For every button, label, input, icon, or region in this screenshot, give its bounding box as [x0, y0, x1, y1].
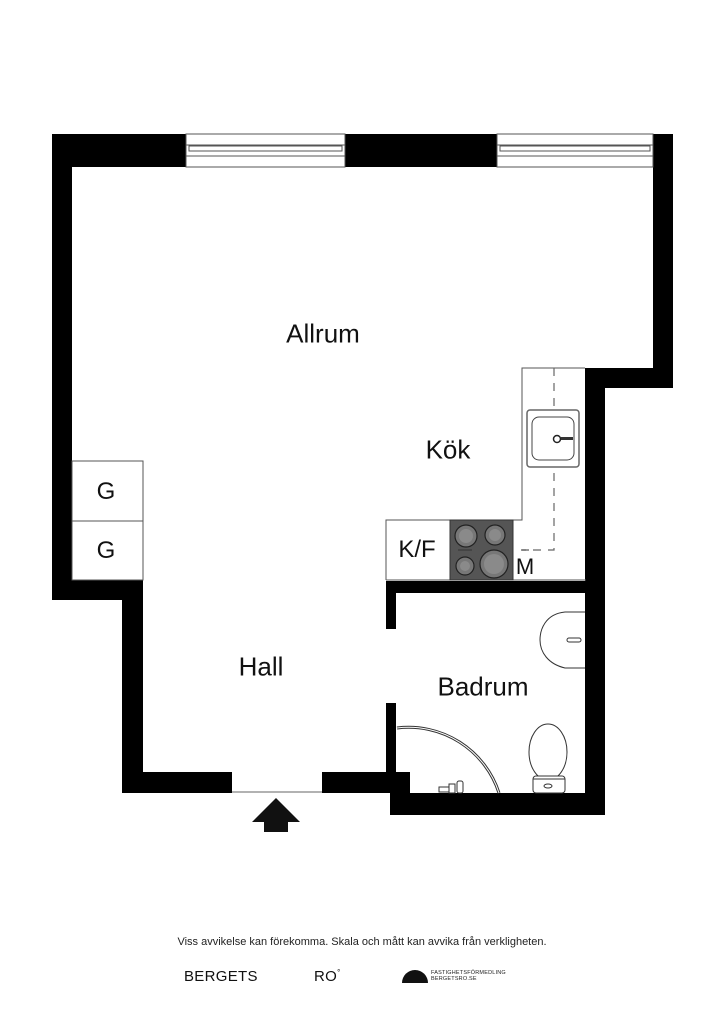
microwave-label: M: [515, 554, 535, 579]
window-left: [185, 133, 346, 168]
window-right: [496, 133, 654, 168]
shower-curtain-icon: [396, 725, 501, 794]
fridge-freezer-label: K/F: [398, 536, 436, 563]
wardrobes: [71, 460, 144, 581]
wardrobe-label-1: G: [96, 478, 116, 505]
logo-ro-text: RO: [314, 968, 338, 985]
logo-right-line1: FASTIGHETSFÖRMEDLING: [431, 970, 506, 976]
room-label-badrum: Badrum: [437, 671, 529, 702]
room-label-kok: Kök: [425, 434, 471, 465]
logo-ro-mark: °: [337, 968, 341, 977]
shower-faucet-icon: [438, 780, 464, 794]
logo-ro: RO°: [314, 968, 341, 985]
kitchen-sink-icon: [526, 409, 580, 468]
walls: [52, 134, 673, 815]
entrance-arrow-icon: [252, 798, 300, 832]
half-circle-logo-icon: [402, 970, 428, 983]
room-label-allrum: Allrum: [286, 318, 360, 349]
logo-right-line2: BERGETSRO.SE: [431, 976, 477, 982]
toilet-icon: [528, 723, 568, 794]
wardrobe-label-2: G: [96, 537, 116, 564]
washbasin-icon: [539, 611, 585, 669]
stove-icon: [449, 519, 514, 581]
disclaimer-text: Viss avvikelse kan förekomma. Skala och …: [177, 936, 547, 948]
room-label-hall: Hall: [238, 651, 284, 682]
logo-bergets: BERGETS: [184, 968, 258, 985]
